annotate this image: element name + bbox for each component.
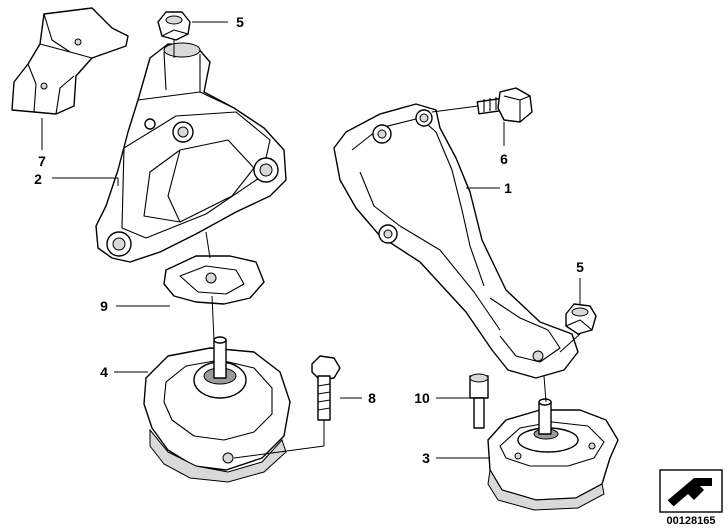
part-engine-bracket-right bbox=[333, 103, 579, 379]
callout-3: 3 bbox=[422, 450, 430, 466]
part-bolt-6 bbox=[476, 87, 533, 123]
part-bolt-10 bbox=[469, 373, 489, 429]
callout-4: 4 bbox=[100, 364, 108, 380]
callout-2: 2 bbox=[34, 171, 42, 187]
part-engine-mount-right bbox=[487, 398, 619, 511]
part-engine-bracket-left bbox=[95, 42, 287, 263]
callout-9: 9 bbox=[100, 298, 108, 314]
reference-badge: 00128165 bbox=[659, 469, 723, 527]
callout-5-right: 5 bbox=[576, 259, 584, 275]
arrow-icon bbox=[667, 478, 712, 507]
callout-10: 10 bbox=[414, 390, 430, 406]
callout-6: 6 bbox=[500, 151, 508, 167]
part-nut-right bbox=[565, 303, 597, 335]
part-heat-shield bbox=[11, 7, 129, 115]
reference-number: 00128165 bbox=[667, 515, 716, 527]
callout-5-top: 5 bbox=[236, 14, 244, 30]
callout-7: 7 bbox=[38, 153, 46, 169]
leader-lines bbox=[41, 21, 581, 459]
callout-8: 8 bbox=[368, 390, 376, 406]
part-nut-top bbox=[157, 11, 191, 41]
part-shield-plate bbox=[163, 255, 265, 305]
part-bolt-8 bbox=[311, 355, 341, 421]
part-engine-mount-left bbox=[143, 336, 291, 483]
callout-1: 1 bbox=[504, 180, 512, 196]
